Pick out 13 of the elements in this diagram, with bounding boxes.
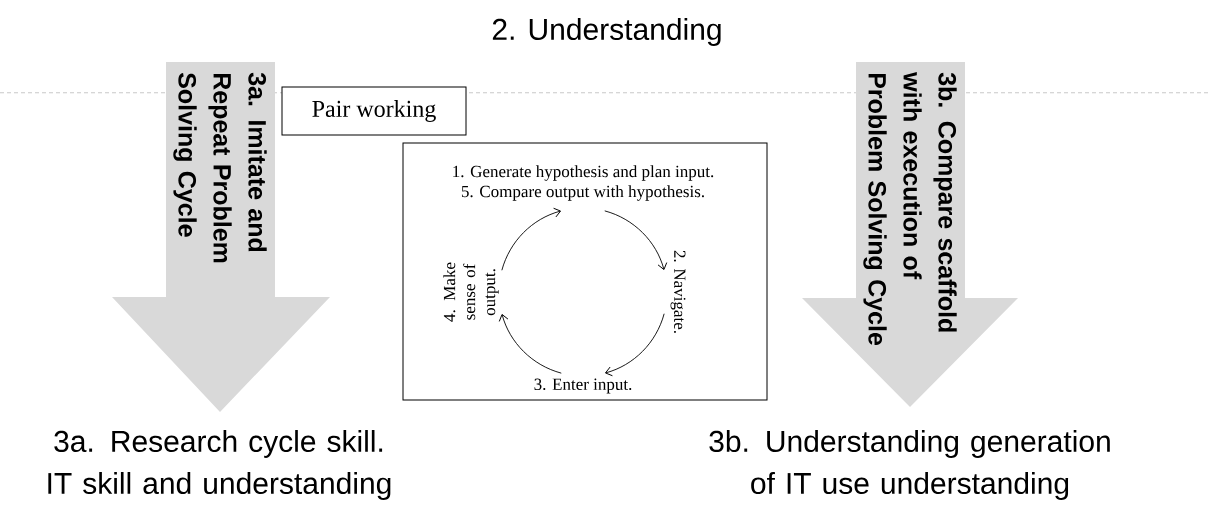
step-label: 4. Make sense of output. bbox=[443, 262, 499, 322]
cycle-arrow bbox=[605, 313, 665, 377]
outcome-label: 3b. Understanding generation of IT use understanding bbox=[709, 430, 1110, 500]
text-box: Pair working bbox=[281, 86, 467, 136]
heading: 2. Understanding bbox=[492, 18, 721, 46]
step-label: 3. Enter input. bbox=[534, 378, 632, 394]
cycle-arrow bbox=[498, 314, 562, 374]
step-label: 1. Generate hypothesis and plan input. 5. Compare output with hypothesis. bbox=[453, 165, 714, 201]
outcome-label: 3a. Research cycle skill. IT skill and understanding bbox=[48, 430, 391, 500]
cycle-arrow bbox=[501, 207, 561, 271]
frame-box bbox=[402, 142, 768, 401]
cycle-arrow bbox=[604, 210, 668, 270]
step-label: 2. Navigate. bbox=[670, 250, 686, 333]
